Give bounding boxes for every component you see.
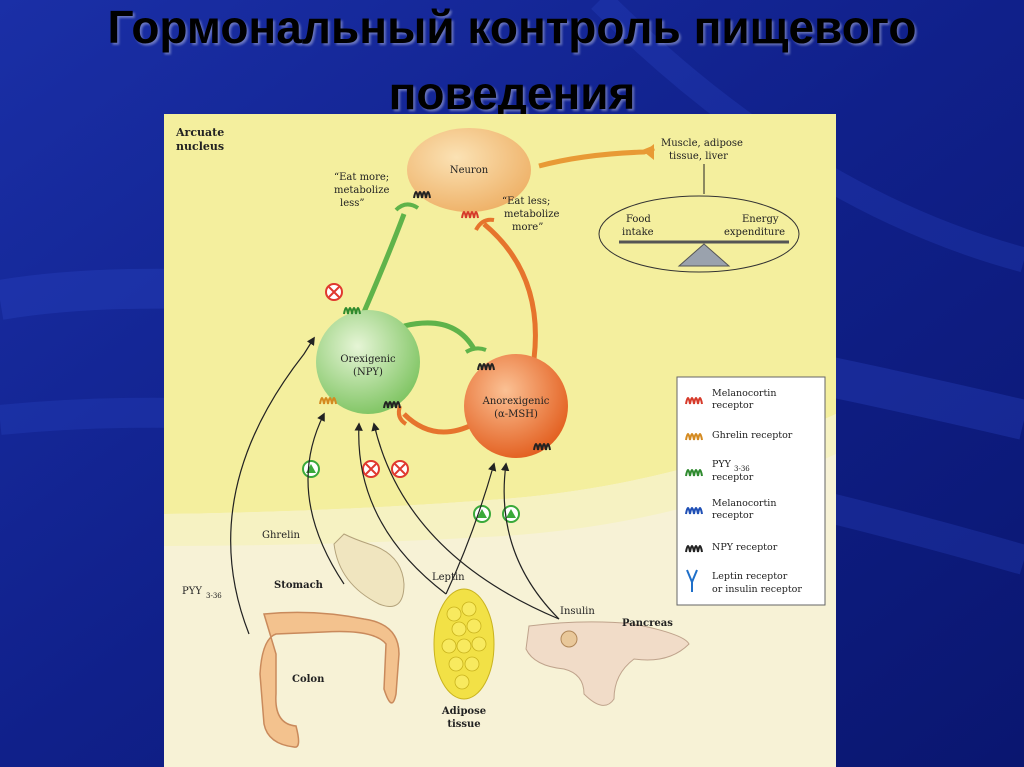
ghrelin-label: Ghrelin bbox=[262, 530, 301, 541]
legend-leptin-label: Leptin receptor bbox=[712, 571, 788, 582]
legend-melanocortin-blue-label-2: receptor bbox=[712, 510, 754, 521]
adipose-label: Adipose bbox=[441, 706, 486, 717]
orexigenic-cell bbox=[316, 310, 420, 414]
anorexigenic-label: Anorexigenic bbox=[482, 396, 550, 407]
legend-pyy-label: PYY bbox=[712, 459, 732, 470]
legend-melanocortin-red-label-2: receptor bbox=[712, 400, 754, 411]
food-intake-label-2: intake bbox=[622, 227, 654, 238]
melanocortin-receptor-icon bbox=[461, 211, 479, 219]
melanocortin-receptor-anor-icon bbox=[533, 443, 551, 451]
stomach-organ bbox=[333, 533, 405, 607]
legend-pyy-label-2: receptor bbox=[712, 472, 754, 483]
stimulate-icon bbox=[302, 460, 320, 478]
ghrelin-receptor-icon bbox=[319, 397, 337, 405]
leptin-label: Leptin bbox=[432, 572, 465, 583]
insulin-label: Insulin bbox=[560, 606, 595, 617]
legend-leptin-icon bbox=[686, 569, 698, 592]
pancreas-label: Pancreas bbox=[622, 618, 673, 629]
eat-more-label-3: less” bbox=[340, 198, 365, 209]
pyy-label: PYY bbox=[182, 586, 202, 597]
inhibit-icon bbox=[391, 460, 409, 478]
legend: Melanocortin receptor Ghrelin receptor P… bbox=[676, 376, 826, 606]
eat-less-label-2: metabolize bbox=[504, 209, 559, 220]
legend-melanocortin-red-label: Melanocortin bbox=[712, 388, 776, 399]
legend-leptin-label-2: or insulin receptor bbox=[712, 584, 802, 595]
slide-title-line-2: поведения bbox=[388, 67, 636, 119]
legend-melanocortin-blue-label: Melanocortin bbox=[712, 498, 776, 509]
inhibit-icon bbox=[325, 283, 343, 301]
leptin-pathway-anor bbox=[445, 462, 497, 595]
neuron-cell bbox=[407, 128, 531, 212]
adipose-label-2: tissue bbox=[447, 719, 480, 730]
eat-more-label: “Eat more; bbox=[334, 172, 389, 183]
slide-title-line-1: Гормональный контроль пищевого bbox=[107, 1, 917, 53]
legend-npy-icon bbox=[685, 545, 703, 553]
orexigenic-axon-to-neuron bbox=[361, 213, 407, 313]
legend-ghrelin-icon bbox=[685, 433, 703, 441]
energy-expenditure-label-2: expenditure bbox=[724, 227, 785, 238]
orexigenic-axon-to-anorexigenic bbox=[403, 320, 477, 351]
energy-expenditure-label: Energy bbox=[742, 214, 779, 225]
arcuate-nucleus-label: Arcuate bbox=[175, 126, 224, 139]
legend-melanocortin-red-icon bbox=[685, 397, 703, 405]
orexigenic-label-2: (NPY) bbox=[353, 367, 383, 378]
eat-more-label-2: metabolize bbox=[334, 185, 389, 196]
arcuate-nucleus-label-2: nucleus bbox=[176, 140, 224, 153]
neuron-label: Neuron bbox=[450, 165, 489, 176]
target-tissue-label-2: tissue, liver bbox=[669, 151, 728, 162]
legend-melanocortin-blue-icon bbox=[685, 507, 703, 515]
npy-receptor-anor-icon bbox=[477, 363, 495, 371]
arcuate-nucleus-region bbox=[164, 114, 836, 514]
pyy-receptor-icon bbox=[343, 307, 361, 315]
food-intake-label: Food bbox=[626, 214, 651, 225]
npy-receptor-icon bbox=[413, 191, 431, 199]
pyy-subscript: 3-36 bbox=[206, 592, 222, 600]
eat-less-label: “Eat less; bbox=[502, 196, 550, 207]
neuron-axon bbox=[538, 145, 655, 169]
colon-organ bbox=[259, 611, 400, 748]
legend-pyy-icon bbox=[685, 469, 703, 477]
anorexigenic-axon-to-neuron bbox=[482, 222, 538, 360]
ghrelin-pathway bbox=[307, 412, 345, 585]
insulin-pathway-orex bbox=[371, 422, 560, 620]
anorexigenic-axon-to-orexigenic bbox=[402, 412, 476, 435]
npy-receptor-orex-icon bbox=[383, 401, 401, 409]
leptin-pathway-orex bbox=[354, 422, 447, 595]
legend-pyy-subscript: 3-36 bbox=[734, 465, 750, 473]
adipose-tissue-organ bbox=[433, 588, 495, 700]
hormonal-control-diagram: Arcuate nucleus Muscle, adipose tissue, … bbox=[164, 114, 836, 767]
anorexigenic-label-2: (α-MSH) bbox=[494, 409, 538, 420]
legend-npy-label: NPY receptor bbox=[712, 542, 778, 553]
insulin-pathway-anor bbox=[500, 462, 560, 620]
pyy-pathway bbox=[230, 336, 315, 635]
stimulate-icon bbox=[502, 505, 520, 523]
inhibit-icon bbox=[362, 460, 380, 478]
eat-less-label-3: more” bbox=[512, 222, 543, 233]
target-tissue-label: Muscle, adipose bbox=[661, 138, 743, 149]
orexigenic-label: Orexigenic bbox=[340, 354, 396, 365]
stimulate-icon bbox=[473, 505, 491, 523]
stomach-label: Stomach bbox=[274, 580, 324, 591]
legend-ghrelin-label: Ghrelin receptor bbox=[712, 430, 793, 441]
anorexigenic-cell bbox=[464, 354, 568, 458]
colon-label: Colon bbox=[292, 674, 325, 685]
energy-balance bbox=[598, 195, 800, 273]
